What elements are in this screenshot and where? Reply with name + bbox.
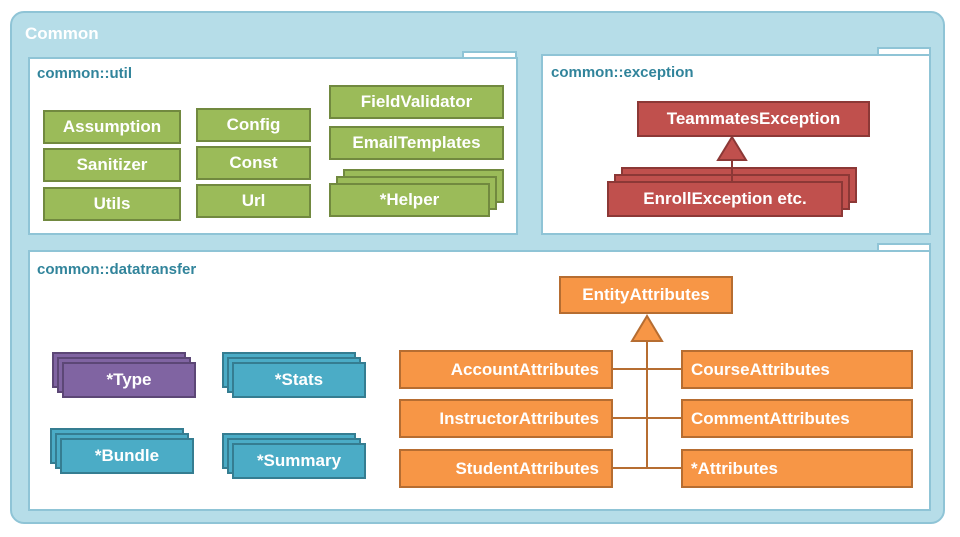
attributes-inheritance-triangle <box>630 314 664 342</box>
entityattributes-class: EntityAttributes <box>559 276 733 314</box>
enrollexception-class: EnrollException etc. <box>607 181 843 217</box>
helper-class: *Helper <box>329 183 490 217</box>
commentattributes-class: CommentAttributes <box>681 399 913 438</box>
datatransfer-package-title: common::datatransfer <box>37 261 197 278</box>
sanitizer-class: Sanitizer <box>43 148 181 182</box>
datatransfer-package-tab <box>877 243 931 251</box>
studentattributes-class: StudentAttributes <box>399 449 613 488</box>
accountattributes-class: AccountAttributes <box>399 350 613 389</box>
type-class: *Type <box>62 362 196 398</box>
config-class: Config <box>196 108 311 142</box>
util-package-tab <box>462 51 517 59</box>
attributes-wildcard-class: *Attributes <box>681 449 913 488</box>
instructorattributes-class: InstructorAttributes <box>399 399 613 438</box>
common-package-title: Common <box>25 24 99 43</box>
const-class: Const <box>196 146 311 180</box>
exception-package-title: common::exception <box>551 64 694 81</box>
bundle-class: *Bundle <box>60 438 194 474</box>
summary-class: *Summary <box>232 443 366 479</box>
assumption-class: Assumption <box>43 110 181 144</box>
courseattributes-class: CourseAttributes <box>681 350 913 389</box>
emailtemplates-class: EmailTemplates <box>329 126 504 160</box>
url-class: Url <box>196 184 311 218</box>
stats-class: *Stats <box>232 362 366 398</box>
teammatesexception-class: TeammatesException <box>637 101 870 137</box>
exception-inheritance-triangle <box>716 135 748 161</box>
exception-package-tab <box>877 47 931 55</box>
utils-class: Utils <box>43 187 181 221</box>
fieldvalidator-class: FieldValidator <box>329 85 504 119</box>
util-package-title: common::util <box>37 65 132 82</box>
